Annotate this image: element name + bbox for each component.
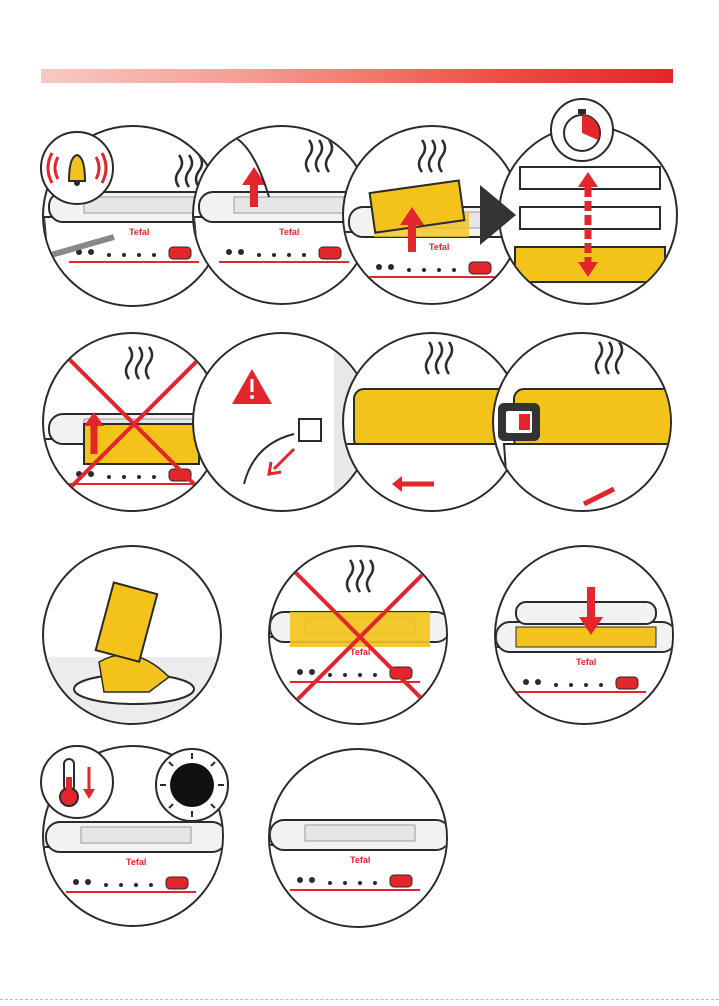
alarm-bell-icon <box>40 131 114 205</box>
page-footer-edge <box>0 999 719 1006</box>
step-serve-fries <box>42 545 222 725</box>
play-arrow-icon <box>480 185 516 245</box>
step-carry-fryer <box>268 748 448 928</box>
timer-icon <box>550 98 614 162</box>
section-header-bar <box>41 69 673 83</box>
thermometer-icon <box>40 745 114 819</box>
cooling-dial-icon <box>155 748 229 822</box>
step-do-not-move-hot <box>268 545 448 725</box>
power-switch-icon <box>498 403 540 441</box>
step-close-lid <box>494 545 674 725</box>
